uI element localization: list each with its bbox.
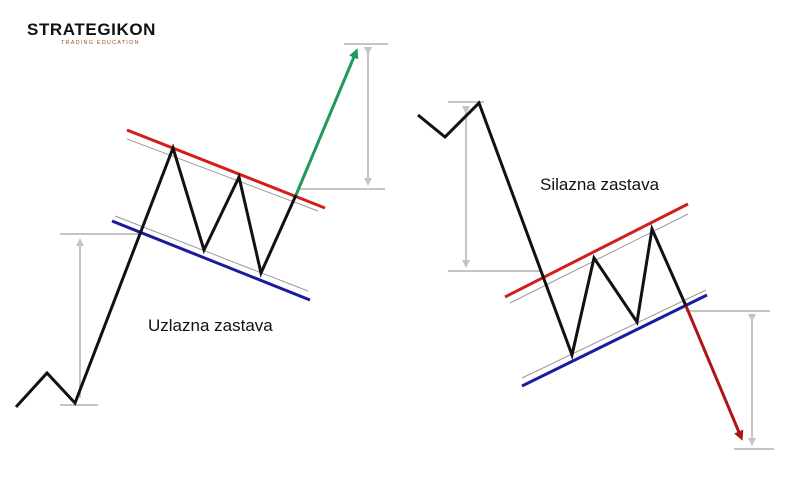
brand-tagline: TRADING EDUCATION	[61, 40, 140, 46]
bullish-flag-label: Uzlazna zastava	[148, 316, 273, 335]
bullish-breakout-arrow	[294, 48, 359, 196]
bullish-price-path	[14, 143, 298, 409]
bearish-upper-channel-line	[504, 202, 689, 299]
bullish-lower-channel-line	[111, 219, 311, 302]
bearish-target-measure	[686, 310, 774, 450]
bullish-target-measure	[298, 43, 388, 190]
bullish-upper-guide	[126, 138, 319, 212]
bullish-pole-measure	[60, 233, 140, 406]
bullish-upper-channel-line	[126, 128, 326, 210]
bearish-pole-measure	[448, 101, 540, 272]
bearish-lower-guide	[521, 289, 707, 379]
brand-logo: STRATEGIKON TRADING EDUCATION	[27, 20, 177, 47]
brand-name: STRATEGIKON	[27, 20, 157, 39]
bullish-flag: Uzlazna zastava	[14, 43, 388, 409]
bearish-flag: Silazna zastava	[417, 100, 774, 450]
bullish-lower-guide	[114, 215, 309, 292]
bearish-price-path	[417, 100, 688, 361]
bearish-flag-label: Silazna zastava	[540, 175, 660, 194]
bearish-upper-guide	[509, 213, 689, 304]
bearish-breakdown-arrow	[684, 305, 744, 441]
bearish-lower-channel-line	[521, 293, 708, 388]
